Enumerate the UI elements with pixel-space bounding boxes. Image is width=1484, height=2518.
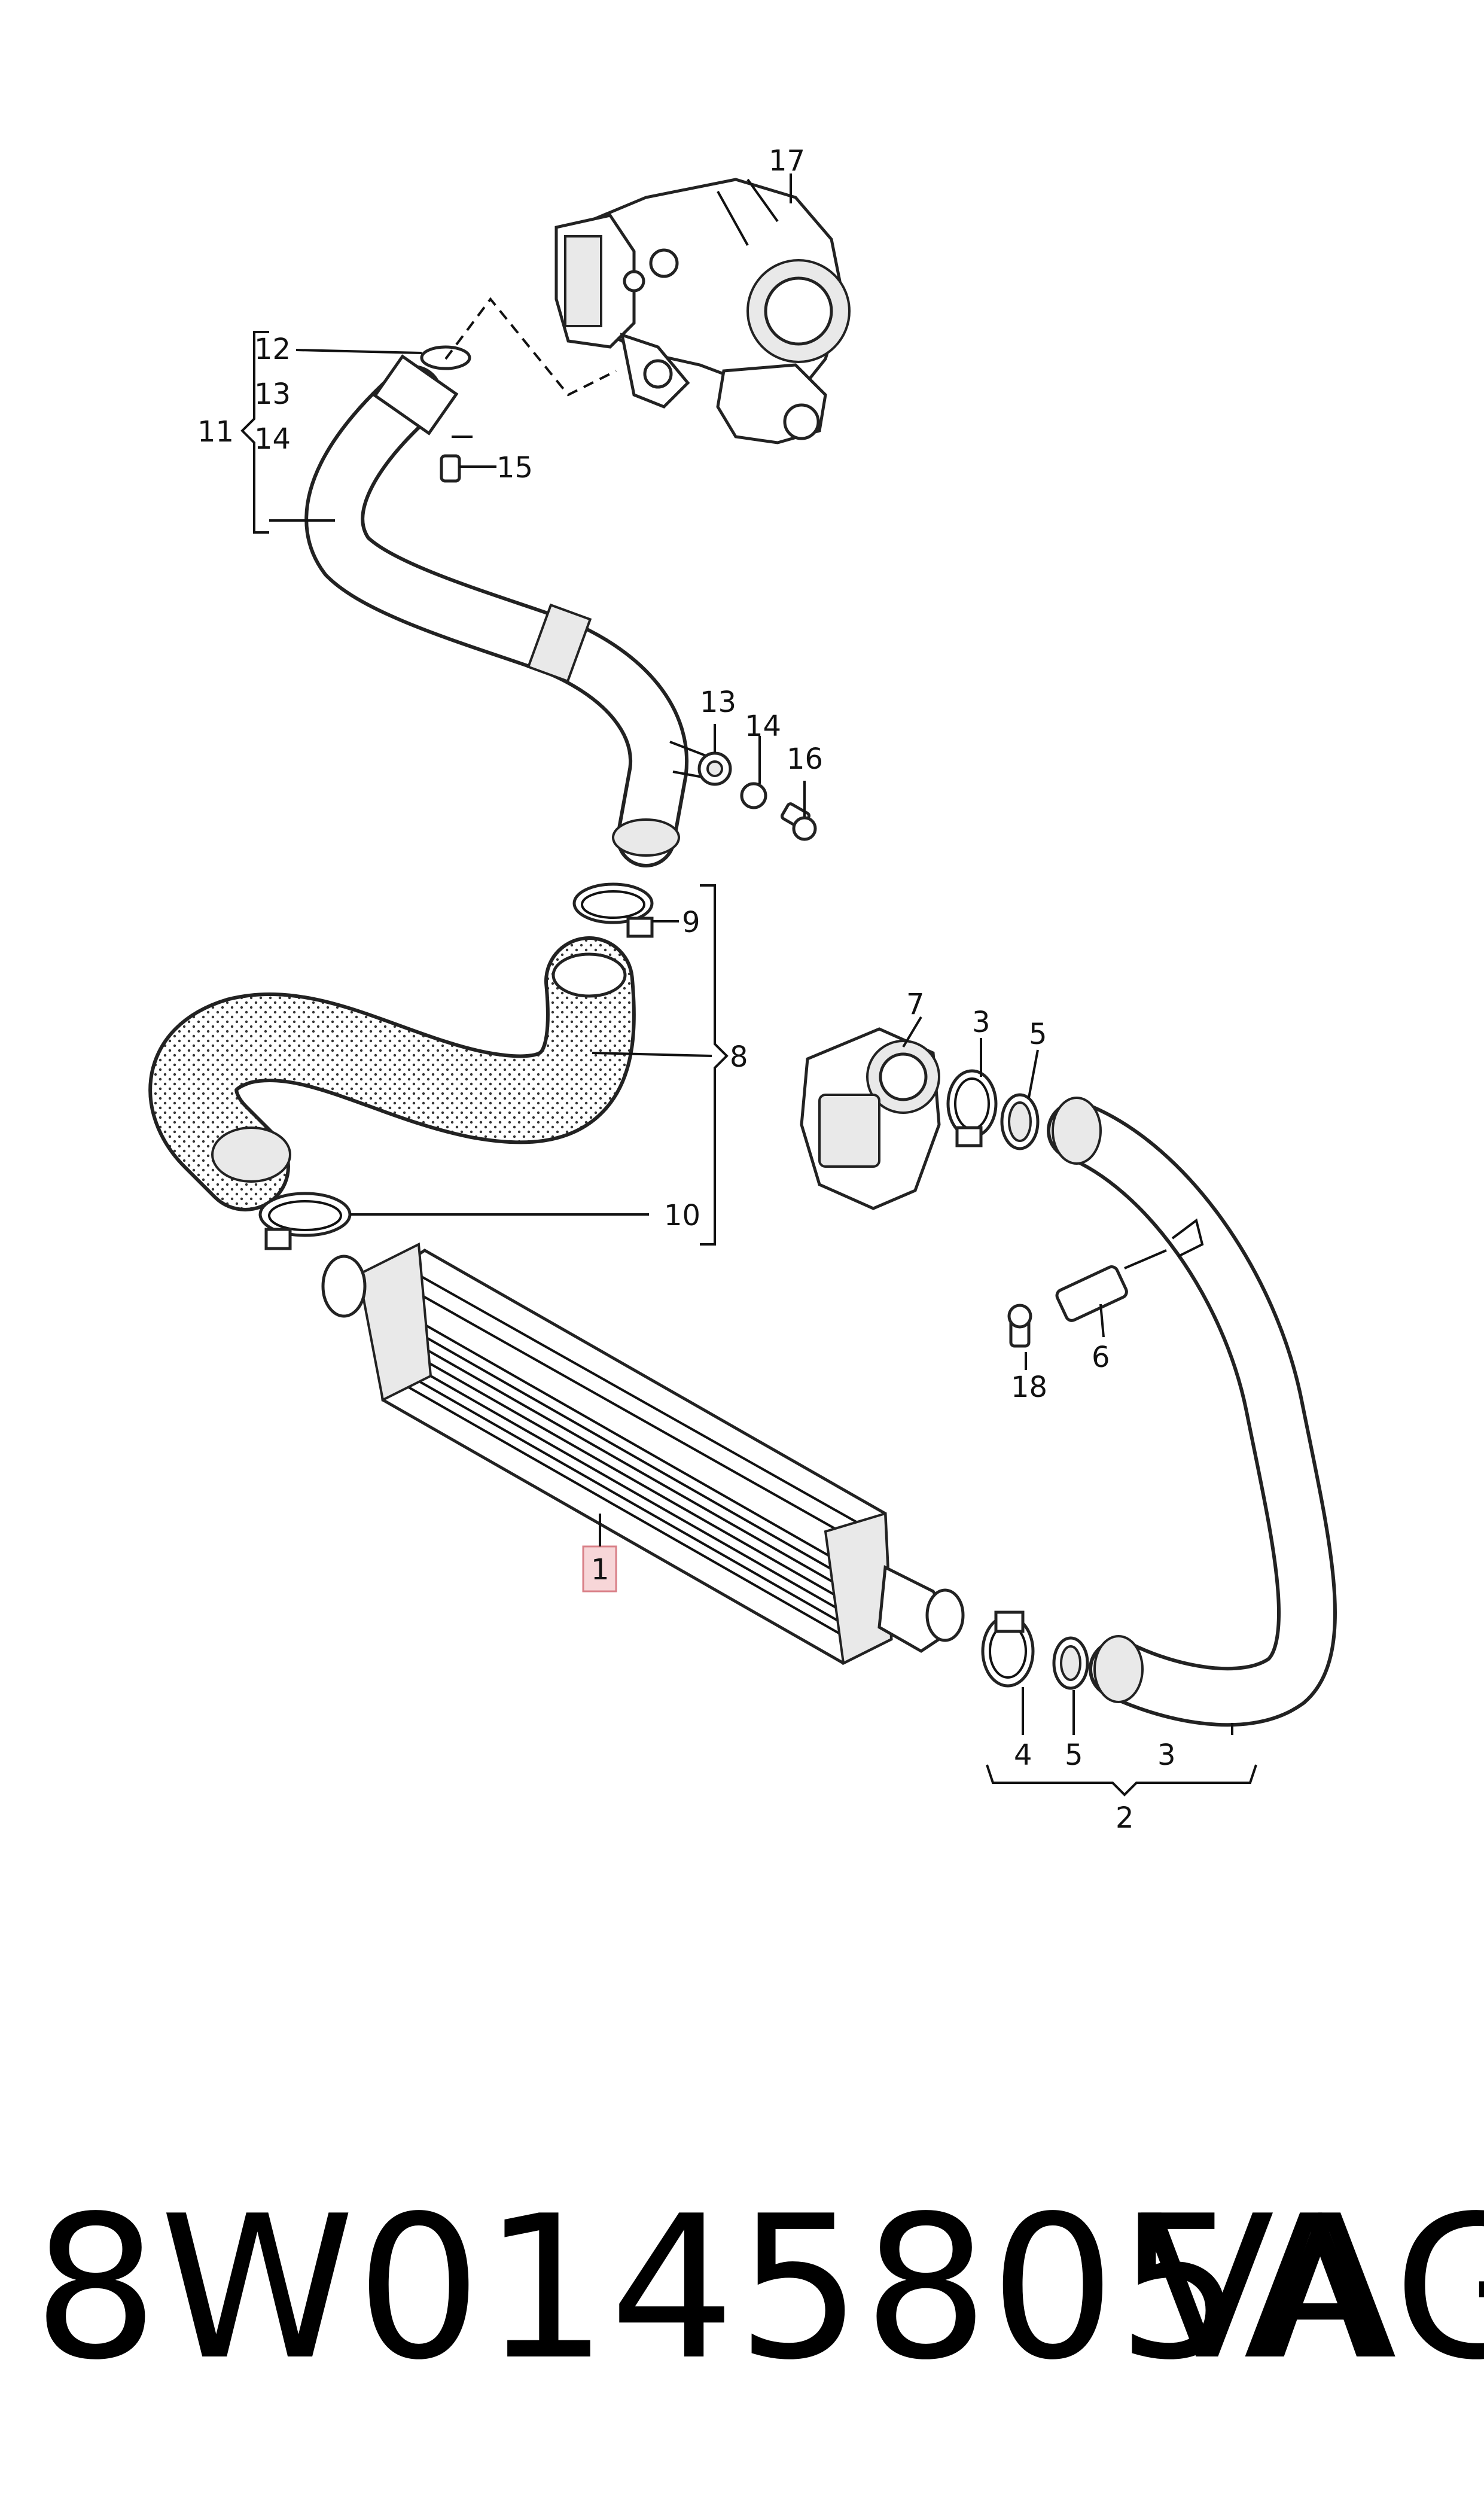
callout-7: 7 [906,988,925,1021]
callout-5-upper: 5 [1029,1018,1047,1051]
callout-13-lower: 13 [700,686,736,719]
callout-10: 10 [664,1199,700,1232]
callout-14-lower: 14 [745,710,781,743]
callout-11: 11 [197,415,234,449]
callout-9: 9 [682,906,700,939]
intercooler [321,1242,965,1666]
callout-17: 17 [769,144,805,178]
callout-3-lower: 3 [1157,1738,1176,1772]
callout-18: 18 [1011,1371,1047,1404]
callout-8: 8 [730,1040,748,1074]
callout-2: 2 [1116,1801,1134,1835]
callout-16: 16 [787,742,823,776]
callout-5-lower: 5 [1065,1738,1083,1772]
turbocharger [554,178,851,444]
parts-diagram: 17 12 13 11 14 15 13 14 16 9 8 10 1 7 3 … [148,144,1337,1835]
leader-lines [240,173,1257,1797]
brand-caption: VAG [1139,2173,1484,2403]
callout-4: 4 [1014,1738,1032,1772]
charge-pressure-hose [148,936,636,1211]
callout-12: 12 [254,333,291,366]
callout-labels: 17 12 13 11 14 15 13 14 16 9 8 10 1 7 3 … [197,144,1176,1835]
callout-14: 14 [254,422,291,456]
callout-1: 1 [591,1553,610,1587]
highlight-box [582,1545,617,1593]
upper-clamp-and-seal [946,1069,1040,1150]
callout-13: 13 [254,377,291,411]
hose-clamp-10 [258,1192,352,1250]
callout-6: 6 [1092,1341,1110,1374]
intake-connecting-hose [1047,1097,1337,1727]
part-number-caption: 8W0145805A [33,2173,1380,2403]
lower-clamp-and-seal [981,1610,1089,1690]
throttle-body [800,1027,941,1210]
callout-3-upper: 3 [972,1006,991,1039]
hose-clamp-9 [572,882,654,938]
pressure-sensor [1007,1249,1167,1348]
small-fasteners [420,345,817,841]
upper-charge-hose [304,354,711,867]
callout-15: 15 [496,451,533,485]
